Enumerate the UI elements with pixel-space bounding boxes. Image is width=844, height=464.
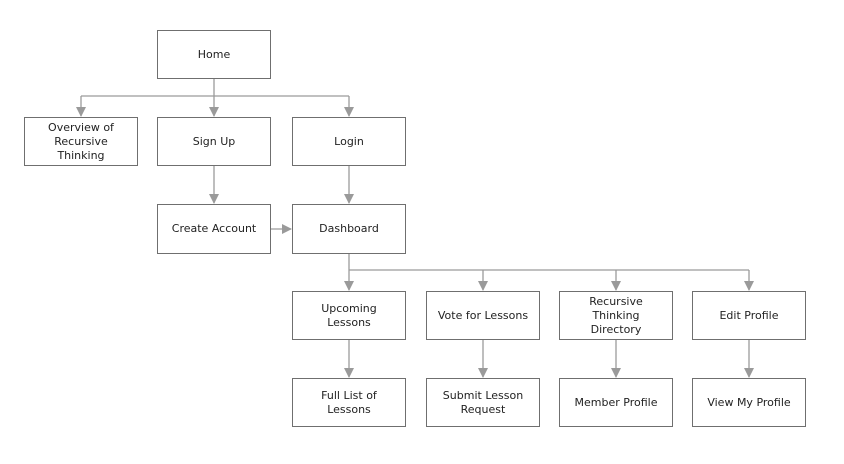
node-edit-profile-label: Edit Profile: [719, 308, 779, 322]
node-full-list-of-lessons[interactable]: Full List of Lessons: [292, 378, 406, 427]
node-login[interactable]: Login: [292, 117, 406, 166]
node-login-label: Login: [334, 134, 364, 148]
node-member-profile[interactable]: Member Profile: [559, 378, 673, 427]
node-create-account[interactable]: Create Account: [157, 204, 271, 254]
node-overview[interactable]: Overview of Recursive Thinking: [24, 117, 138, 166]
node-upcoming-lessons[interactable]: Upcoming Lessons: [292, 291, 406, 340]
node-member-profile-label: Member Profile: [574, 395, 658, 409]
node-view-my-profile-label: View My Profile: [707, 395, 791, 409]
node-signup-label: Sign Up: [192, 134, 236, 148]
node-full-list-of-lessons-label: Full List of Lessons: [321, 388, 377, 416]
node-create-account-label: Create Account: [171, 222, 257, 235]
node-vote-for-lessons[interactable]: Vote for Lessons: [426, 291, 540, 340]
node-submit-lesson-request-label: Submit Lesson Request: [442, 388, 524, 416]
node-submit-lesson-request[interactable]: Submit Lesson Request: [426, 378, 540, 427]
node-home-label: Home: [197, 47, 231, 61]
node-recursive-thinking-directory[interactable]: Recursive Thinking Directory: [559, 291, 673, 340]
node-view-my-profile[interactable]: View My Profile: [692, 378, 806, 427]
node-upcoming-lessons-label: Upcoming Lessons: [321, 301, 377, 329]
node-vote-for-lessons-label: Vote for Lessons: [437, 308, 529, 322]
node-edit-profile[interactable]: Edit Profile: [692, 291, 806, 340]
node-recursive-thinking-directory-label: Recursive Thinking Directory: [589, 294, 643, 336]
node-dashboard[interactable]: Dashboard: [292, 204, 406, 254]
node-home[interactable]: Home: [157, 30, 271, 79]
node-signup[interactable]: Sign Up: [157, 117, 271, 166]
node-dashboard-label: Dashboard: [319, 222, 379, 235]
node-overview-label: Overview of Recursive Thinking: [48, 120, 114, 162]
